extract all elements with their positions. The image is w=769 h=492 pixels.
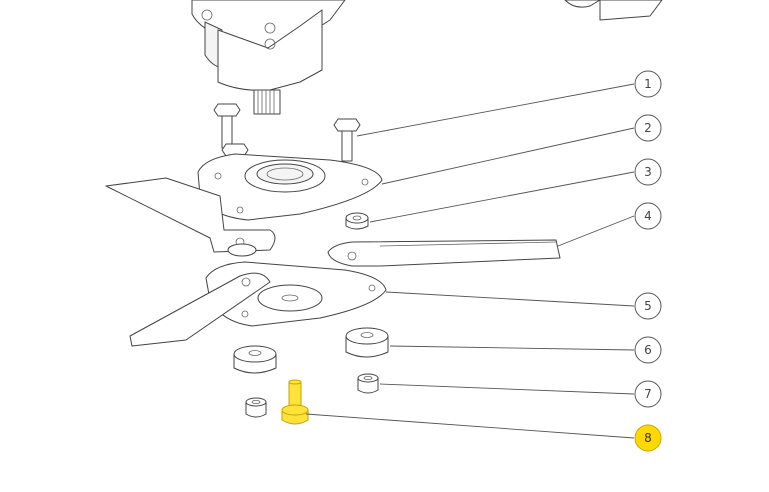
callout-6-label: 6 [644, 343, 652, 357]
callout-8-label: 8 [644, 431, 652, 445]
callout-4[interactable]: 4 [634, 202, 662, 230]
blade-right [327, 239, 561, 267]
leader-5 [385, 291, 635, 307]
callout-1[interactable]: 1 [634, 70, 662, 98]
leader-7 [379, 383, 635, 395]
leader-8 [305, 413, 635, 439]
callout-3-label: 3 [644, 165, 652, 179]
spacer-3 [345, 212, 369, 230]
leader-lines [305, 83, 635, 439]
bolt-8-highlighted [281, 379, 309, 425]
blade-upper-left [105, 177, 276, 257]
leader-6 [389, 345, 635, 351]
callout-6[interactable]: 6 [634, 336, 662, 364]
bearing-plate [197, 153, 383, 221]
callout-3[interactable]: 3 [634, 158, 662, 186]
callout-7[interactable]: 7 [634, 380, 662, 408]
callout-7-label: 7 [644, 387, 652, 401]
callout-5[interactable]: 5 [634, 292, 662, 320]
callout-2-label: 2 [644, 121, 652, 135]
leader-2 [381, 127, 635, 185]
spacer-6-left [233, 345, 277, 374]
leader-1 [356, 83, 635, 137]
bolt-left [213, 103, 241, 149]
bolt-right [333, 118, 361, 162]
motor-assembly [191, 0, 663, 115]
callout-5-label: 5 [644, 299, 652, 313]
nut-7-right [357, 373, 379, 394]
callout-2[interactable]: 2 [634, 114, 662, 142]
nut-7-left [245, 397, 267, 418]
callout-4-label: 4 [644, 209, 652, 223]
leader-4 [557, 215, 635, 247]
blade-lower-left [129, 272, 271, 347]
callout-8[interactable]: 8 [634, 424, 662, 452]
callout-1-label: 1 [644, 77, 652, 91]
spacer-6-right [345, 327, 389, 358]
leader-3 [369, 171, 635, 223]
